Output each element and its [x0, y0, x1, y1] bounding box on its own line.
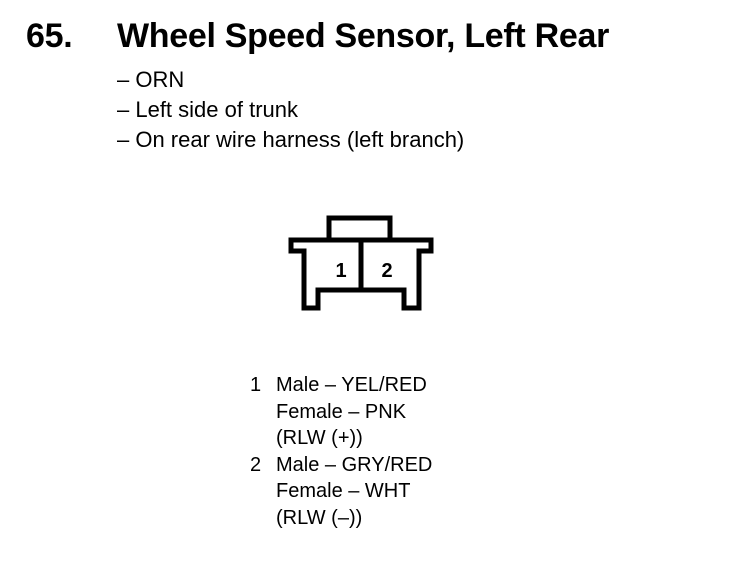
- connector-color: – ORN: [117, 67, 185, 92]
- pin-number: 1: [250, 374, 262, 396]
- harness-location: – On rear wire harness (left branch): [117, 127, 465, 152]
- connector-lock-tab: [326, 215, 393, 243]
- component-number: 65.: [26, 17, 73, 55]
- pin-male-wire: Male – YEL/RED: [276, 374, 427, 396]
- pin-circuit: (RLW (+)): [276, 427, 363, 449]
- component-title: Wheel Speed Sensor, Left Rear: [117, 17, 610, 55]
- pin-circuit: (RLW (–)): [276, 506, 363, 529]
- pin-female-wire: Female – PNK: [276, 400, 407, 423]
- pin-female-wire: Female – WHT: [276, 480, 411, 502]
- connector-location: – Left side of trunk: [117, 97, 298, 122]
- pin-row: 1 Male – YEL/RED Female – PNK (RLW (+)): [250, 372, 432, 452]
- pin-male-wire: Male – GRY/RED: [276, 453, 433, 476]
- pin-label-2: 2: [381, 260, 392, 282]
- component-details: – ORN – Left side of trunk – On rear wir…: [117, 65, 464, 155]
- pin-assignment-table: 1 Male – YEL/RED Female – PNK (RLW (+)) …: [250, 372, 432, 531]
- connector-housing: [288, 237, 434, 311]
- pin-row: 2 Male – GRY/RED Female – WHT (RLW (–)): [250, 452, 432, 532]
- pin-number: 2: [250, 453, 262, 476]
- pin-label-1: 1: [335, 260, 346, 282]
